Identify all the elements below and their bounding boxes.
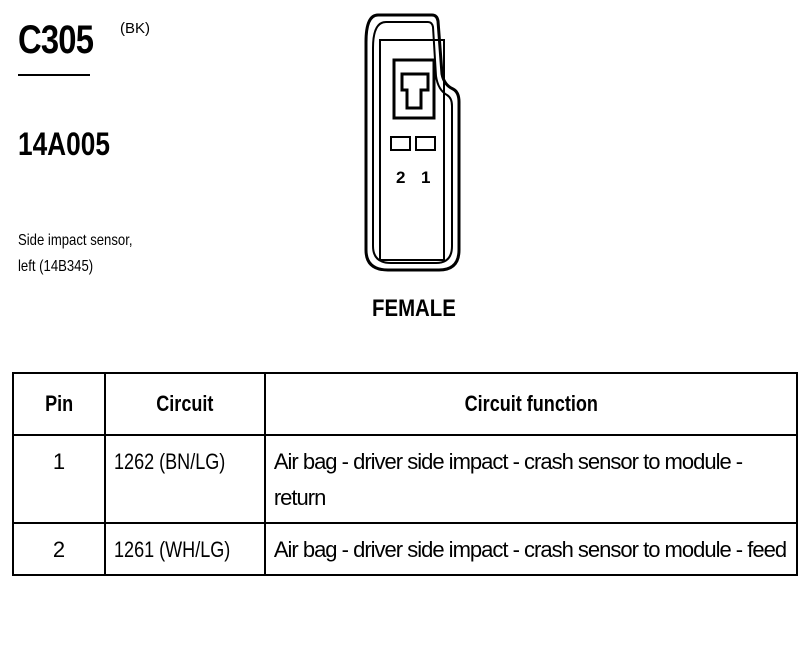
locking-tab xyxy=(392,58,436,120)
cell-circuit-function: Air bag - driver side impact - crash sen… xyxy=(263,434,799,524)
connector-inner-shell xyxy=(372,21,453,264)
part-number: 14A005 xyxy=(18,126,110,162)
connector-face-diagram: 2 1 xyxy=(364,13,461,272)
connector-body xyxy=(379,39,445,261)
pinout-table: Pin Circuit Circuit function 1 1262 (BN/… xyxy=(12,372,799,576)
cell-pin: 2 xyxy=(12,522,106,576)
connector-description: Side impact sensor, left (14B345) xyxy=(18,228,132,280)
cell-circuit: 1262 (BN/LG) xyxy=(104,434,266,524)
header-circuit: Circuit xyxy=(104,372,266,436)
cell-circuit-function: Air bag - driver side impact - crash sen… xyxy=(263,522,799,576)
header-pin: Pin xyxy=(12,372,106,436)
cell-circuit: 1261 (WH/LG) xyxy=(104,522,266,576)
pin-label-2: 2 xyxy=(396,168,405,187)
table-row: 2 1261 (WH/LG) Air bag - driver side imp… xyxy=(12,522,799,576)
connector-gender: FEMALE xyxy=(372,295,456,322)
header-circuit-function: Circuit function xyxy=(263,372,799,436)
connector-id: C305 xyxy=(18,18,94,62)
connector-id-underline xyxy=(18,74,90,76)
table-header-row: Pin Circuit Circuit function xyxy=(12,372,799,436)
table-row: 1 1262 (BN/LG) Air bag - driver side imp… xyxy=(12,434,799,524)
connector-color-code: (BK) xyxy=(120,20,150,37)
pin-cavity-2 xyxy=(390,136,411,151)
pin-label-1: 1 xyxy=(421,168,430,187)
pin-cavity-1 xyxy=(415,136,436,151)
connector-outer-shell xyxy=(364,13,461,272)
description-line-1: Side impact sensor, xyxy=(18,232,133,249)
cell-pin: 1 xyxy=(12,434,106,524)
description-line-2: left (14B345) xyxy=(18,258,94,275)
locking-tab-latch xyxy=(400,72,430,110)
